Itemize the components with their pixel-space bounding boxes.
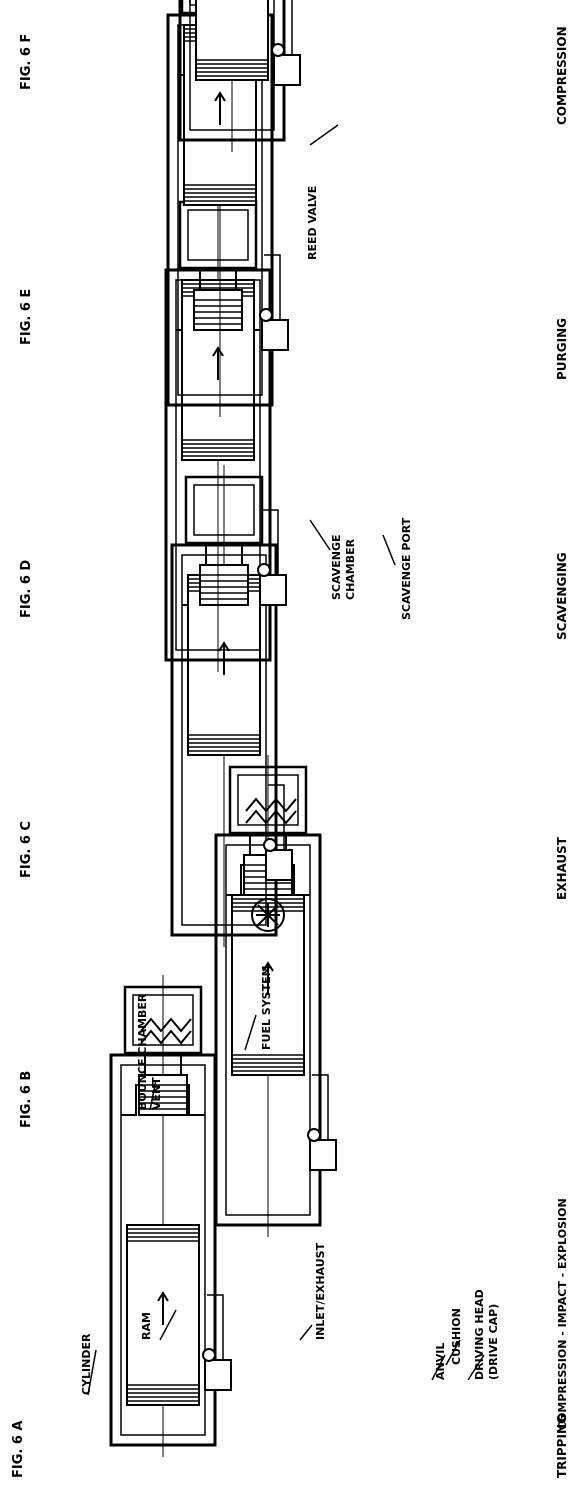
label-cushion: CUSHION [450,1308,463,1365]
label-cylinder: CYLINDER [80,1333,93,1395]
stage-label-6d: SCAVENGING [555,552,569,640]
fig-label-6e: FIG. 6 E [19,289,34,345]
label-scavenge-chamber-2: CHAMBER [344,538,357,600]
label-driving-head: DRIVING HEAD [473,1289,486,1380]
stage-label-6a: TRIPPING [555,1414,569,1478]
label-bounce-vent: VENT [150,1077,163,1110]
label-inlet-exhaust: INLET/EXHAUST [314,1242,327,1340]
figure-6c [170,463,294,949]
label-anvil: ANVIL [434,1343,447,1380]
callout-leaders [87,124,485,1396]
fig-label-6c: FIG. 6 C [19,821,34,878]
label-scavenge-port: SCAVENGE PORT [400,517,413,620]
label-fuel-system: FUEL SYSTEM [260,965,273,1050]
figure-6b [214,753,338,1239]
label-bounce-chamber: BOUNCE CHAMBER [136,993,149,1110]
stage-label-6e: PURGING [555,318,569,380]
stage-label-6f: COMPRESSION [555,26,569,125]
fig-label-6d: FIG. 6 D [19,560,34,618]
stage-label-6b: COMPRESSION - IMPACT - EXPLOSION [556,1198,569,1430]
label-reed-valve: REED VALVE [306,186,319,260]
fig-label-6a: FIG. 6 A [11,1421,26,1478]
fig-label-6b: FIG. 6 B [19,1071,34,1128]
fig-label-6f: FIG. 6 F [19,34,34,90]
stage-label-6c: EXHAUST [555,836,569,900]
label-scavenge-chamber-1: SCAVENGE [330,534,343,600]
label-ram: RAM [140,1312,153,1340]
figure-6a [109,973,233,1459]
label-drive-cap: (DRIVE CAP) [487,1304,500,1380]
